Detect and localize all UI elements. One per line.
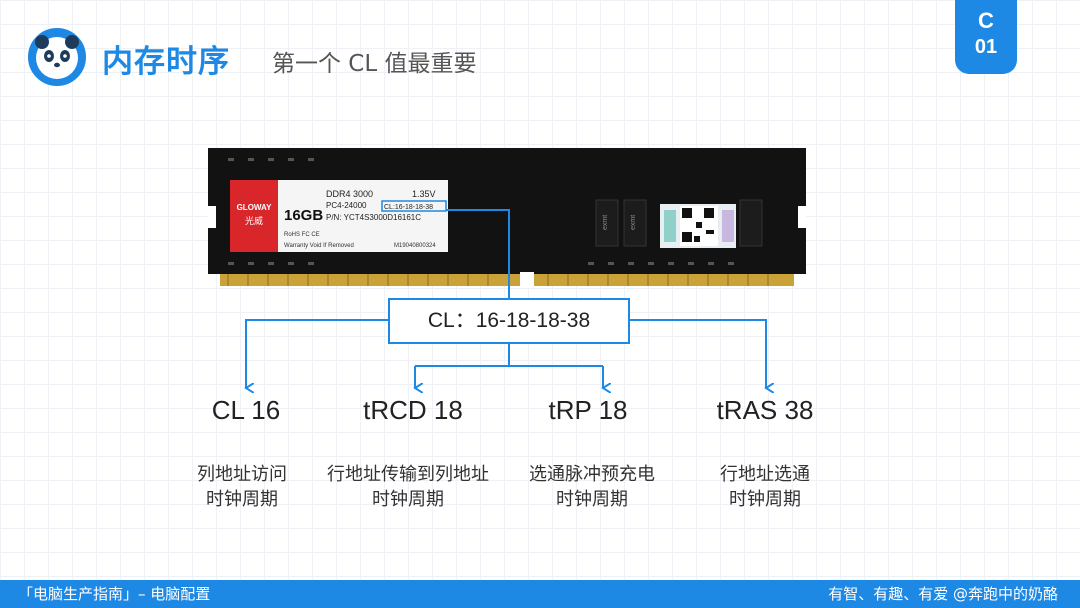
warranty-text: Warranty Void If Removed xyxy=(284,243,354,249)
timing-trcd-desc: 行地址传输到列地址 时钟周期 xyxy=(298,462,518,512)
footer-series-title: 「电脑生产指南」– 电脑配置 xyxy=(18,585,211,603)
desc-line: 行地址传输到列地址 xyxy=(327,464,489,485)
desc-line: 时钟周期 xyxy=(372,489,444,510)
timing-tras-desc: 行地址选通 时钟周期 xyxy=(655,462,875,512)
desc-line: 时钟周期 xyxy=(556,489,628,510)
brand-cn-text: 光威 xyxy=(245,215,263,227)
part-number-text: P/N: YCT4S3000D16161C xyxy=(326,213,421,222)
timing-trp-desc: 选通脉冲预充电 时钟周期 xyxy=(482,462,702,512)
desc-line: 选通脉冲预充电 xyxy=(529,464,655,485)
timing-trp: tRP 18 xyxy=(548,395,628,425)
desc-line: 时钟周期 xyxy=(206,489,278,510)
footer-bar: 「电脑生产指南」– 电脑配置 有智、有趣、有爱 @奔跑中的奶酪 xyxy=(0,580,1080,608)
badge-letter: C xyxy=(978,8,994,33)
chip-label: exmt xyxy=(630,215,637,230)
model-text: DDR4 3000 xyxy=(326,189,373,199)
timing-trcd: tRCD 18 xyxy=(363,395,463,425)
timing-cl: CL 16 xyxy=(211,395,281,425)
timing-tras: tRAS 38 xyxy=(716,395,814,425)
panda-avatar-logo xyxy=(28,28,86,86)
cl-label-text: CL:16-18-18-38 xyxy=(384,204,433,211)
serial-text: M19040800324 xyxy=(394,243,436,249)
ram-module-image: exmt exmt GLOWAY 光威 16GB DDR4 3000 1.35V… xyxy=(208,148,806,288)
chapter-badge: C 01 xyxy=(955,0,1017,74)
capacity-text: 16GB xyxy=(284,207,323,224)
desc-line: 列地址访问 xyxy=(197,464,287,485)
certs-text: RoHS FC CE xyxy=(284,232,320,238)
timing-cl-desc: 列地址访问 时钟周期 xyxy=(132,462,352,512)
panda-icon xyxy=(35,35,79,79)
brand-logo-text: GLOWAY xyxy=(237,203,272,212)
desc-line: 行地址选通 xyxy=(720,464,810,485)
pc-text: PC4-24000 xyxy=(326,201,367,210)
page-title: 内存时序 xyxy=(102,44,230,80)
cl-timing-box: CL：16-18-18-38 xyxy=(388,298,630,344)
desc-line: 时钟周期 xyxy=(729,489,801,510)
footer-author: 有智、有趣、有爱 @奔跑中的奶酪 xyxy=(828,585,1058,603)
chip-label: exmt xyxy=(602,215,609,230)
page-subtitle: 第一个 CL 值最重要 xyxy=(272,51,477,77)
voltage-text: 1.35V xyxy=(412,189,436,199)
badge-number: 01 xyxy=(974,36,998,58)
